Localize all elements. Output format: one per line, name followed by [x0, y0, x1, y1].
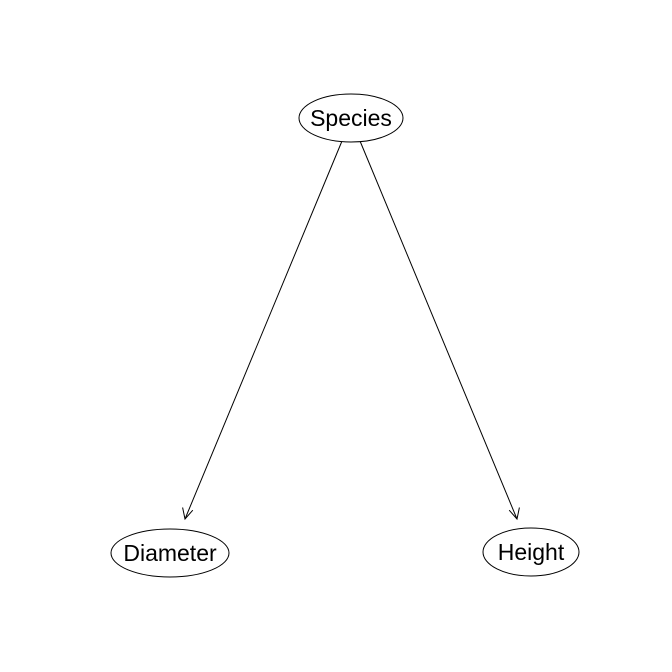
node-shape: [110, 528, 230, 578]
arrowhead-icon: [508, 507, 520, 521]
node-height: Height: [482, 527, 580, 577]
edge-species-to-height: [359, 140, 520, 521]
edge-species-to-diameter: [182, 140, 343, 521]
node-shape: [482, 527, 580, 577]
node-label-diameter: Diameter: [123, 540, 217, 566]
edge-line: [359, 140, 518, 520]
arrowhead-icon: [182, 507, 194, 521]
node-layer: Species Diameter Height: [110, 93, 580, 578]
edge-line: [184, 140, 343, 520]
node-species: Species: [298, 93, 404, 143]
edge-layer: [182, 140, 520, 521]
node-shape: [298, 93, 404, 143]
node-label-height: Height: [498, 539, 565, 565]
node-label-species: Species: [310, 105, 392, 131]
node-diameter: Diameter: [110, 528, 230, 578]
